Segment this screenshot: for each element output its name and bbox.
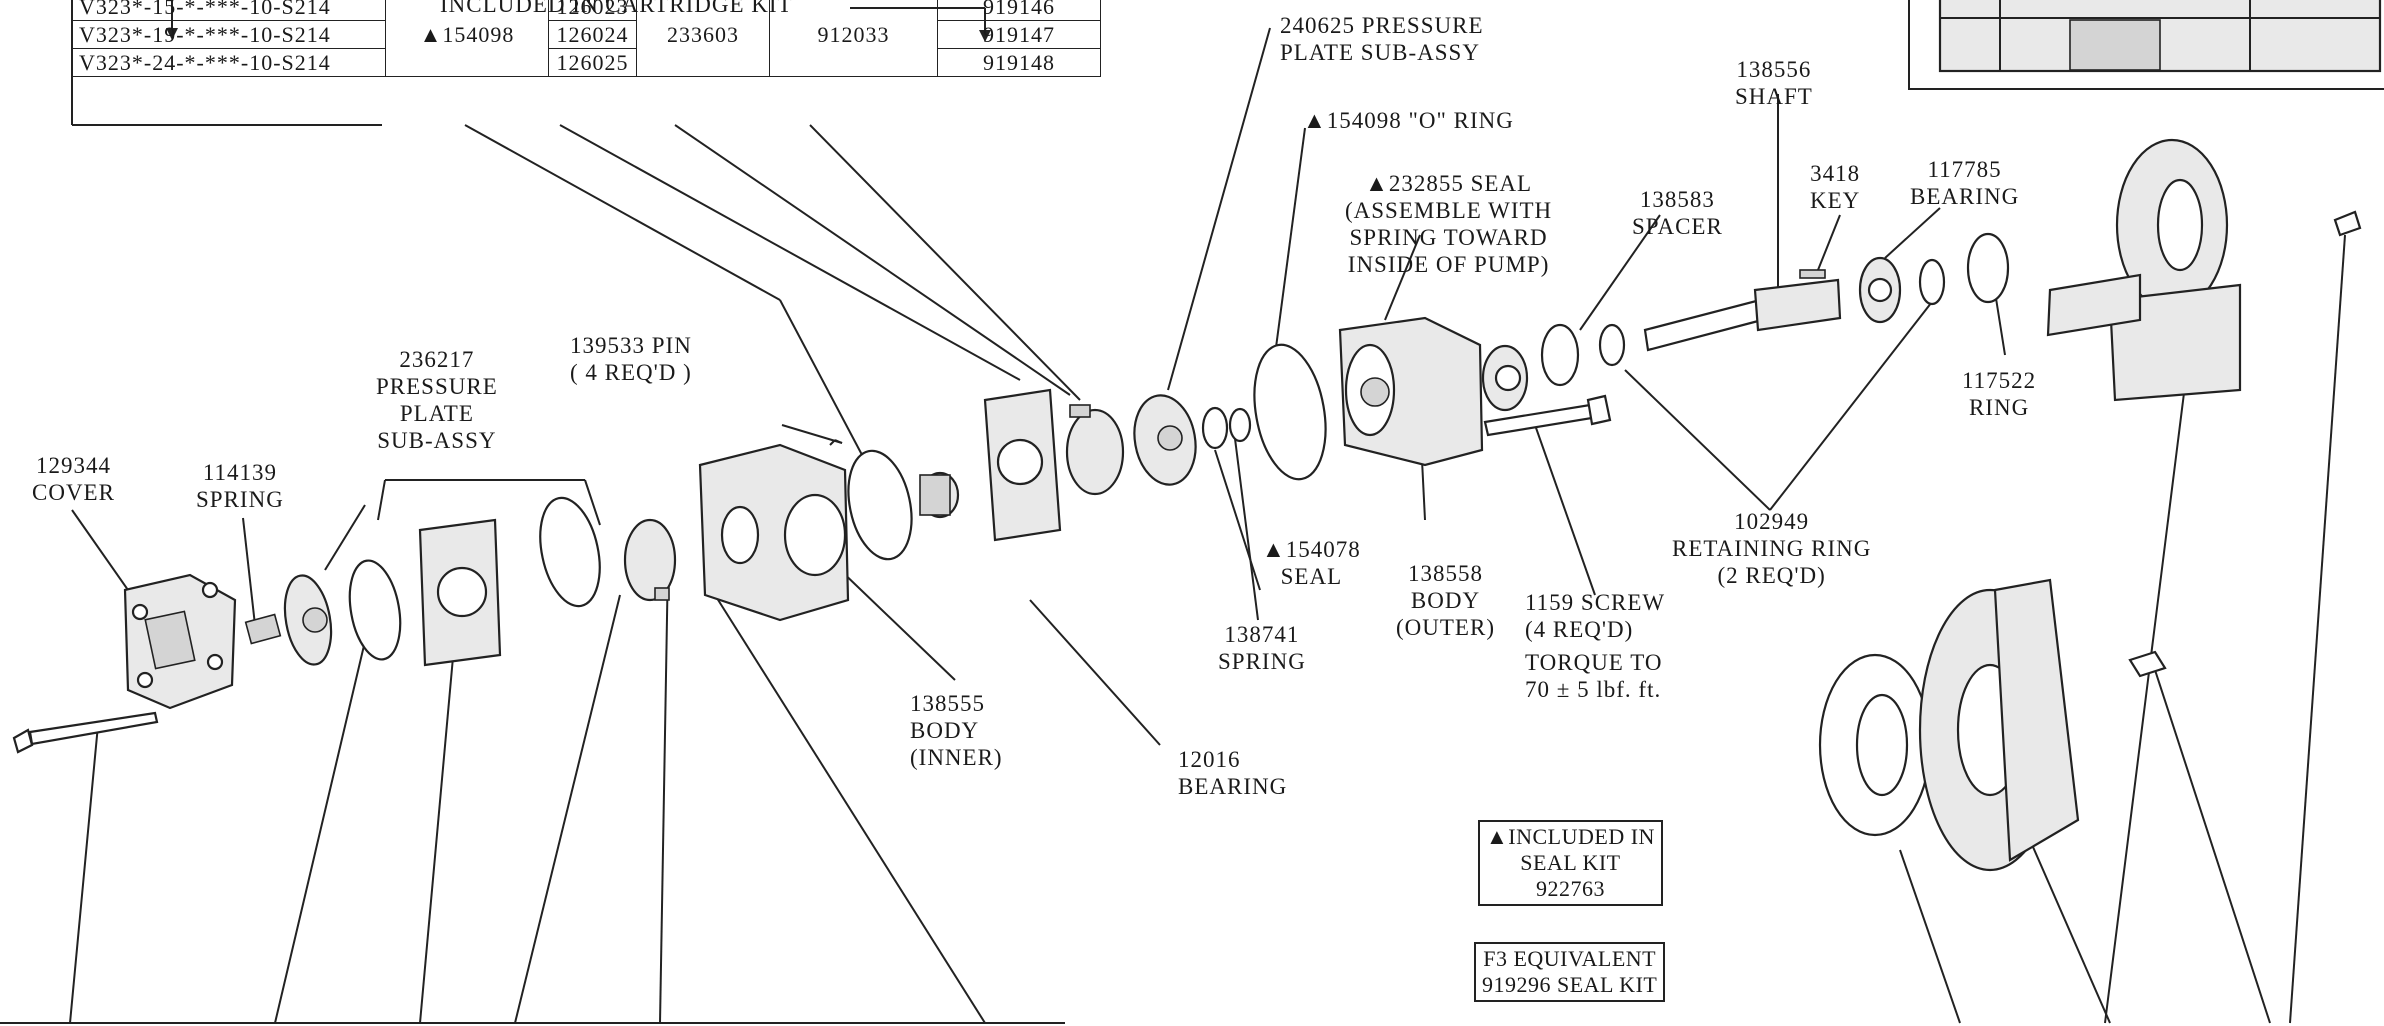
retaining-ring-inner (1598, 323, 1626, 367)
mid-bolt (2128, 650, 2167, 678)
screw-part (1483, 394, 1612, 437)
o-ring-lower (348, 559, 402, 661)
cam-ring (1065, 404, 1125, 496)
col-d-3: 919148 (937, 48, 1101, 77)
col-d-1: 919146 (937, 0, 1101, 21)
o-ring-cell: ▲154098 (385, 0, 549, 77)
col-b-cell: 233603 (636, 0, 770, 77)
model-row-2: V323*-19-*-***-10-S214 (72, 20, 386, 49)
col-a-2: 126024 (548, 20, 637, 49)
rotor-part (623, 518, 677, 602)
flange-plate (1918, 578, 2080, 872)
seal-label: ▲232855 SEAL(ASSEMBLE WITH SPRING TOWARD… (1345, 171, 1553, 277)
col-a-1: 126023 (548, 0, 637, 21)
col-c-cell: 912033 (769, 0, 938, 77)
pin-label: 139533 PIN( 4 REQ'D ) (570, 333, 692, 385)
gasket-plate (1818, 653, 1932, 837)
bearing-part (919, 471, 960, 519)
small-bolt-right (2333, 210, 2362, 237)
inset-frame (1908, 0, 2384, 90)
shaft-part (1643, 278, 1842, 352)
spacer-part (1540, 323, 1580, 387)
plate-upper (983, 388, 1062, 542)
model-row-3: V323*-24-*-***-10-S214 (72, 48, 386, 77)
pressure-plate-lower (283, 574, 333, 666)
retaining-ring-outer (1918, 258, 1946, 306)
inset-cutaway-drawing (1938, 0, 2382, 73)
model-row-1: V323*-15-*-***-10-S214 (72, 0, 386, 21)
foot-bracket (2046, 138, 2242, 402)
col-a-3: 126025 (548, 48, 637, 77)
ring-part (1966, 232, 2010, 304)
bearing-outer (1858, 256, 1902, 324)
plate-lower (418, 518, 502, 667)
col-d-2: 919147 (937, 20, 1101, 49)
inner-body (698, 439, 850, 622)
cover-part (123, 573, 237, 710)
spring-part (244, 613, 282, 645)
part-number-table: V323*-15-*-***-10-S214 ▲154098 126023 23… (72, 0, 1101, 77)
spring-seal (1201, 406, 1252, 450)
o-ring-upper (847, 449, 913, 561)
long-bolt (12, 711, 159, 754)
shaft-seal (1481, 344, 1529, 412)
o-ring-label: ▲154098 "O" RING (1303, 108, 1514, 133)
o-ring-mid (539, 496, 601, 608)
key-part (1799, 269, 1826, 279)
outer-body (1338, 316, 1484, 467)
o-ring-large (1253, 343, 1327, 481)
pressure-plate-upper (1133, 394, 1197, 486)
leader-lines (69, 27, 2346, 1024)
